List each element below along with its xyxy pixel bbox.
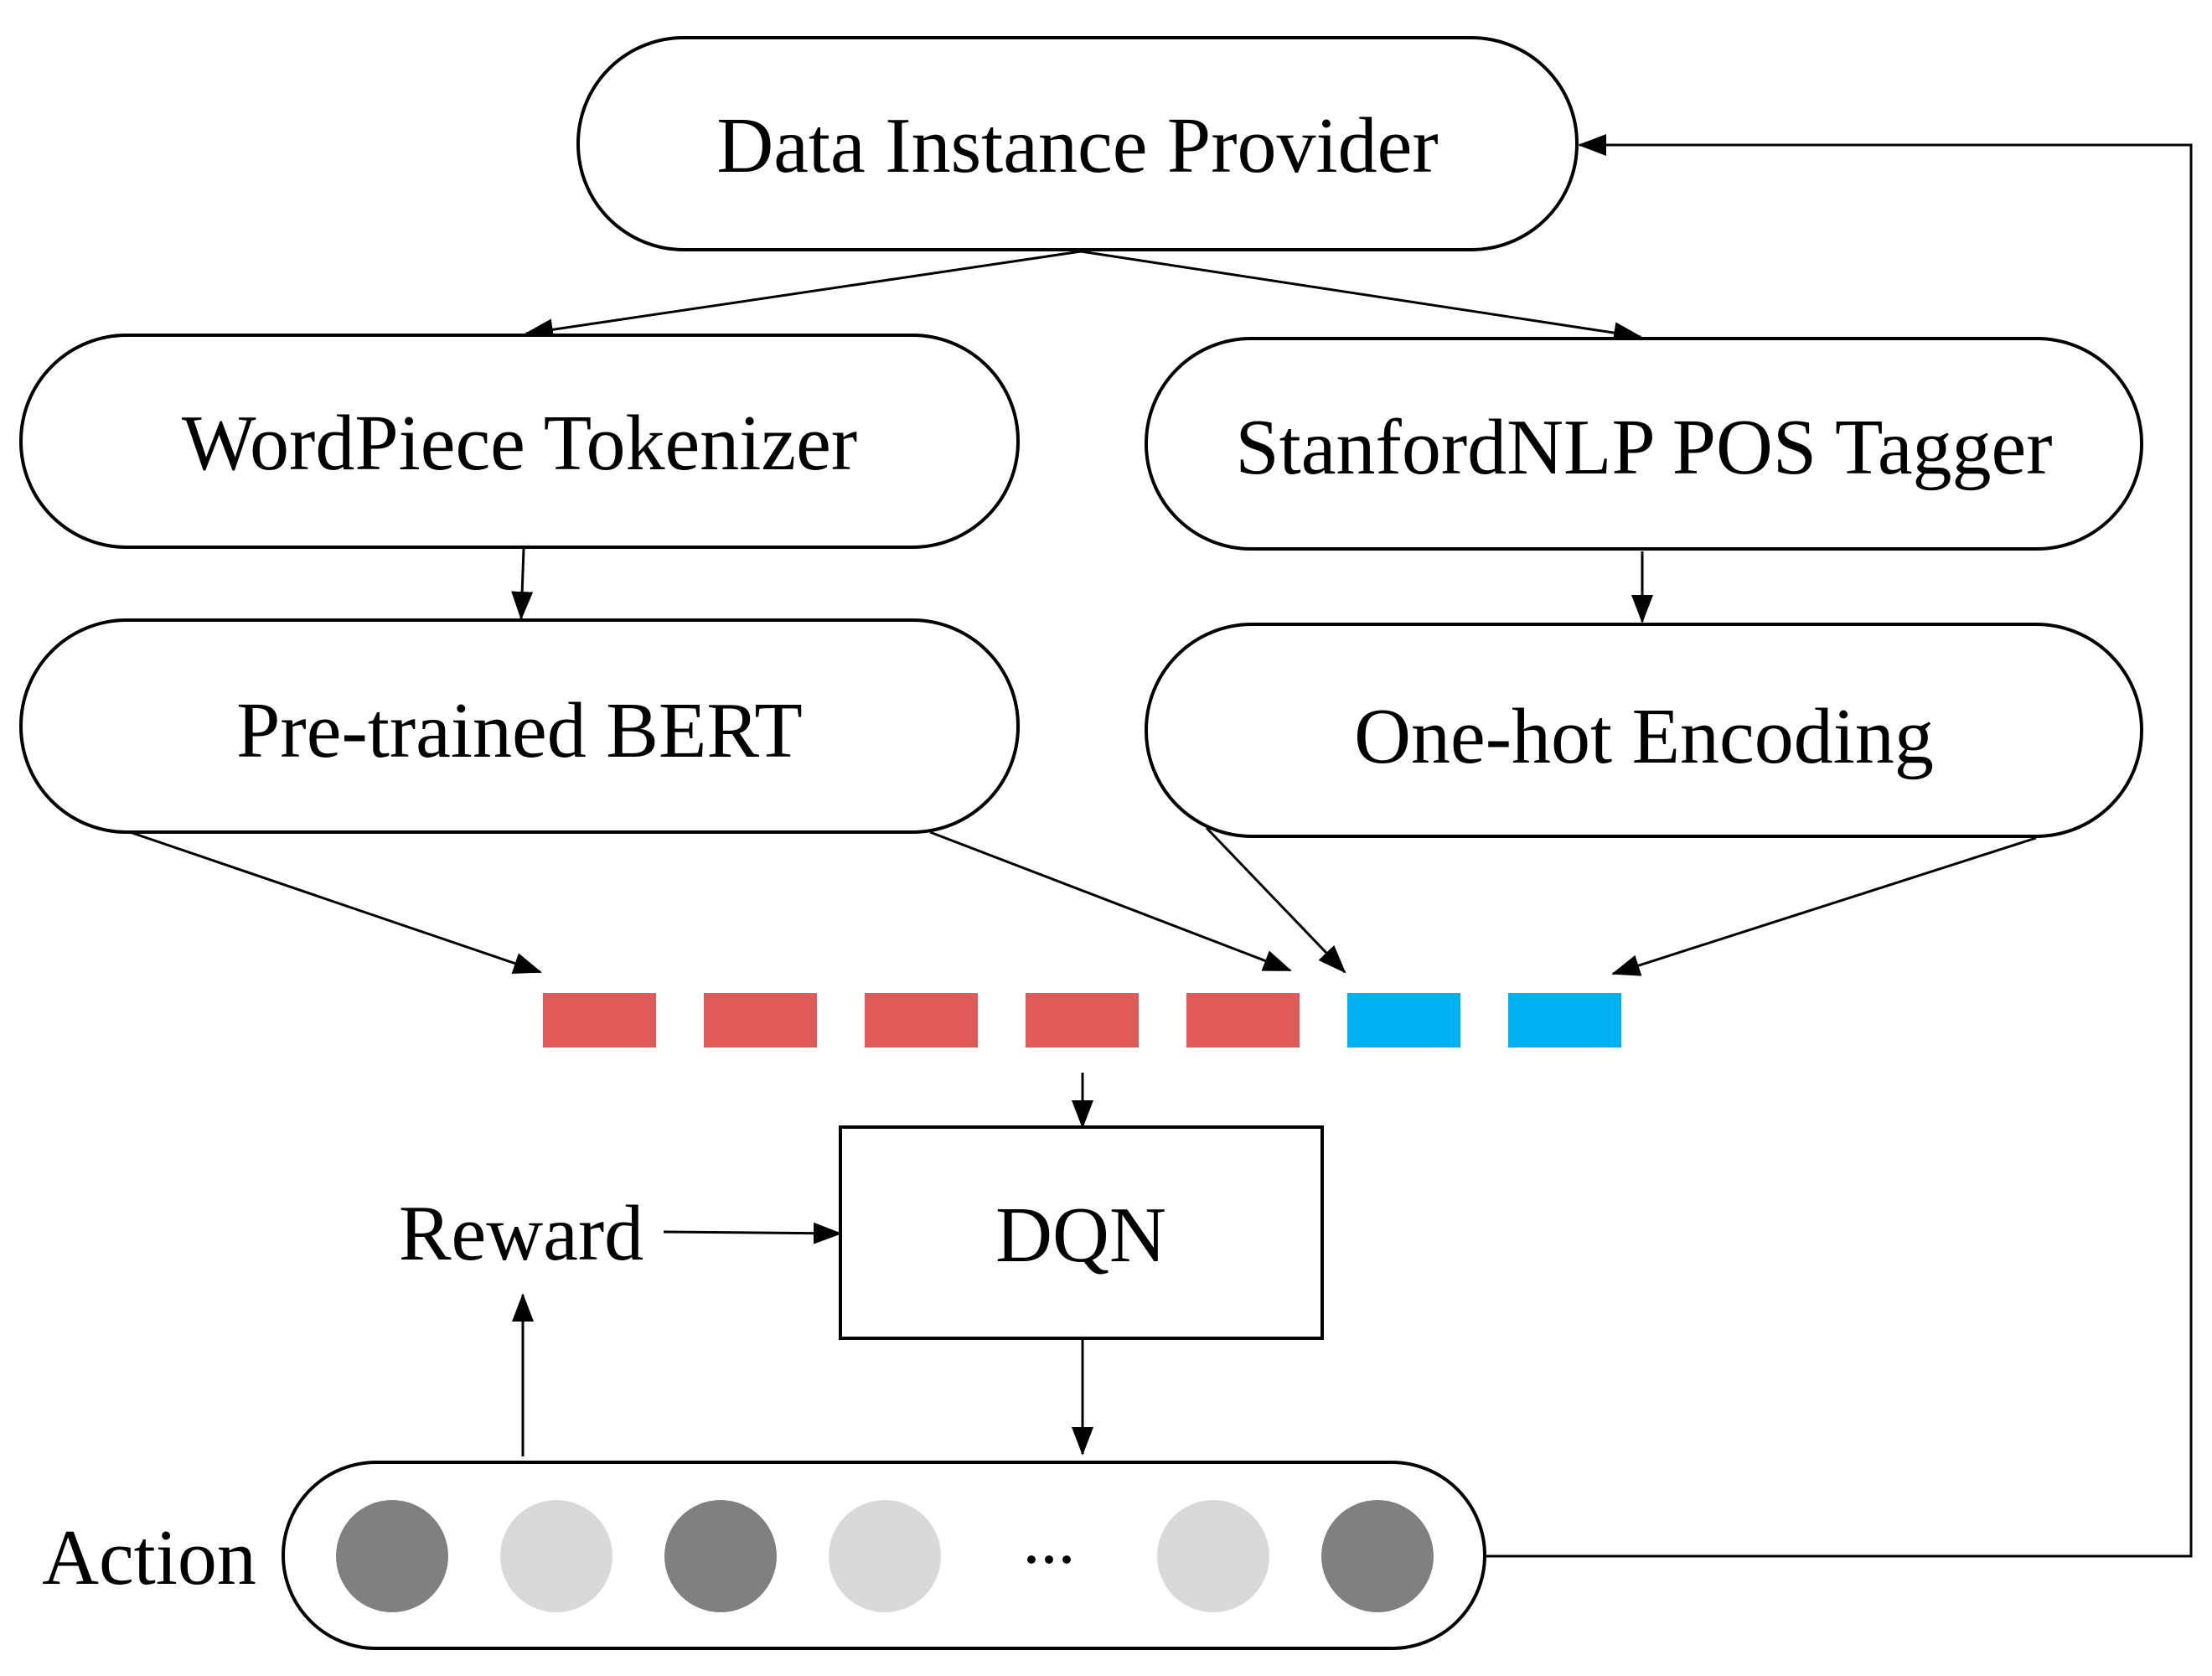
- edge-bert-to-vector-left: [129, 830, 542, 974]
- data-instance-provider-label: Data Instance Provider: [716, 102, 1438, 189]
- edge-bert-to-vector-right: [929, 830, 1292, 972]
- pos-tagger-label: StanfordNLP POS Tagger: [1235, 404, 2052, 491]
- data-instance-provider-node: Data Instance Provider: [576, 36, 1579, 251]
- edge-provider-to-postagger: [1080, 250, 1642, 344]
- action-circle-selected: [664, 1500, 777, 1612]
- action-circle-selected: [1321, 1500, 1434, 1612]
- wordpiece-tokenizer-box: [19, 334, 1020, 549]
- vector-cell-bert: [1026, 993, 1139, 1048]
- dqn-label: DQN: [995, 1192, 1166, 1279]
- action-ellipsis: ...: [1023, 1501, 1076, 1579]
- edges: [129, 134, 2193, 1558]
- action-label: Action: [42, 1514, 256, 1601]
- action-circle-unselected: [829, 1500, 941, 1612]
- action-circle-unselected: [1157, 1500, 1269, 1612]
- pos-tagger-node: StanfordNLP POS Tagger: [1145, 337, 2143, 551]
- action-circle-selected: [336, 1500, 448, 1612]
- onehot-box: [1145, 623, 2143, 838]
- bert-label: Pre-trained BERT: [236, 687, 803, 774]
- onehot-label: One-hot Encoding: [1354, 693, 1934, 780]
- bert-node: Pre-trained BERT: [19, 618, 1020, 834]
- reward-label: Reward: [399, 1190, 643, 1277]
- action-node: ...: [282, 1461, 1486, 1650]
- edge-onehot-to-vector-right: [1611, 836, 2037, 976]
- edge-reward-to-dqn: [663, 1222, 842, 1244]
- vector-cell-bert: [1186, 993, 1300, 1048]
- edge-action-feedback-to-provider: [1485, 134, 2193, 1558]
- wordpiece-tokenizer-label: WordPiece Tokenizer: [182, 400, 857, 487]
- edge-wordpiece-to-bert: [511, 548, 534, 620]
- vector-cell-onehot: [1508, 993, 1621, 1048]
- onehot-node: One-hot Encoding: [1145, 623, 2143, 838]
- data-instance-provider-box: [576, 36, 1579, 251]
- dqn-box: [839, 1125, 1324, 1340]
- vector-cell-bert: [704, 993, 817, 1048]
- pos-tagger-box: [1145, 337, 2143, 551]
- vector-cell-onehot: [1347, 993, 1460, 1048]
- action-circles: [336, 1500, 1434, 1612]
- vector-cell-bert: [543, 993, 656, 1048]
- wordpiece-tokenizer-node: WordPiece Tokenizer: [19, 334, 1020, 549]
- feature-vector: [543, 993, 1621, 1048]
- edge-onehot-to-vector-left: [1205, 826, 1346, 974]
- edge-provider-to-wordpiece: [525, 250, 1082, 341]
- dqn-node: DQN: [839, 1125, 1324, 1340]
- bert-box: [19, 618, 1020, 834]
- vector-cell-bert: [865, 993, 978, 1048]
- action-circle-unselected: [500, 1500, 612, 1612]
